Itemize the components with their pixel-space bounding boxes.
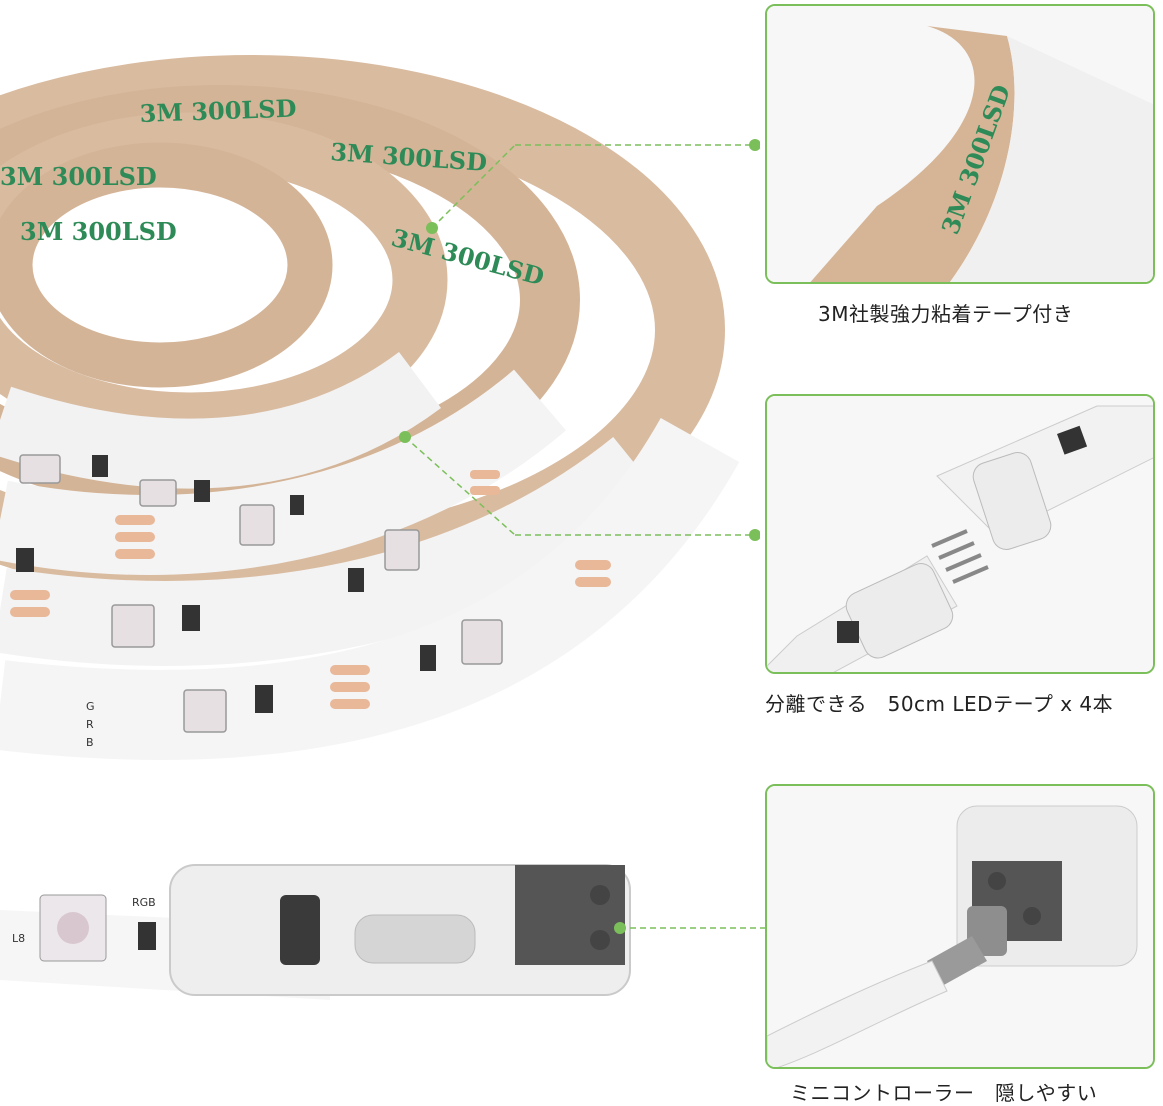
adhesive-tape-panel: 3M 300LSD — [765, 4, 1155, 284]
pcb-strips — [0, 351, 740, 760]
callout-connectors — [399, 139, 760, 541]
led-chips — [19, 454, 503, 733]
adhesive-tape-image: 3M 300LSD — [767, 6, 1153, 282]
pin-label-g: G — [86, 700, 95, 713]
controller-image — [767, 786, 1153, 1067]
resistors — [16, 455, 436, 713]
pin-label-r: R — [86, 718, 94, 731]
tape-print-3: 3M 300LSD — [20, 217, 177, 246]
adhesive-tape-caption: 3M社製強力粘着テープ付き — [818, 302, 1074, 326]
tape-print-5: 3M 300LSD — [0, 162, 157, 191]
controller-caption: ミニコントローラー 隠しやすい — [790, 1081, 1098, 1105]
led-pads — [10, 470, 611, 709]
mini-controller — [169, 864, 631, 996]
pin-label-b: B — [86, 736, 94, 749]
connector-panel — [765, 394, 1155, 674]
led-id-label: L8 — [12, 932, 25, 945]
connector-image — [767, 396, 1153, 672]
led-strip-photo: G R B 3M 300LSD 3M 300LSD 3M 300LSD 3M 3… — [0, 55, 760, 996]
controller-panel — [765, 784, 1155, 1069]
connector-caption: 分離できる 50cm LEDテープ x 4本 — [765, 692, 1114, 716]
tape-print-1: 3M 300LSD — [139, 94, 297, 128]
controller-id-label: RGB — [132, 896, 156, 909]
